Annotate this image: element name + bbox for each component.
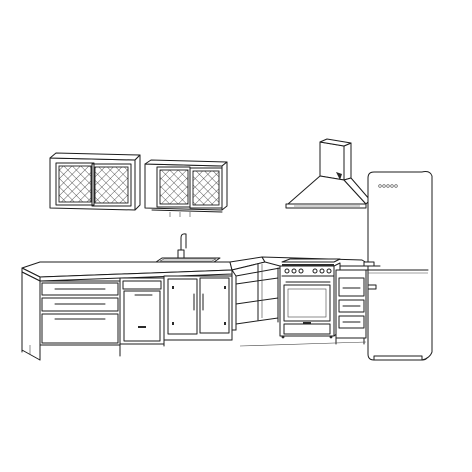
mesh-door-left (58, 165, 92, 203)
range-hood (285, 138, 371, 209)
dishwasher (119, 277, 165, 345)
corner-open-shelf (231, 261, 281, 331)
wall-cabinet-left (49, 152, 141, 211)
mesh-door-right (94, 166, 129, 204)
base-drawer-unit (21, 271, 121, 361)
storage-drawer (283, 323, 331, 335)
drawer-top (41, 282, 119, 296)
mesh-door-right (192, 170, 220, 206)
refrigerator (363, 171, 433, 361)
countertop-main (21, 256, 266, 282)
drawer-middle (338, 299, 365, 313)
range-oven (279, 258, 341, 339)
fridge-handle (367, 284, 377, 290)
floor-line (239, 341, 367, 347)
sink-base-cabinet (163, 275, 233, 347)
drawer-top (338, 277, 365, 297)
wall-cabinet-right (144, 159, 228, 217)
cabinet-door-left (167, 278, 198, 335)
drawer-middle (41, 297, 119, 312)
base-cabinet-right (335, 269, 367, 345)
mesh-door-left (159, 169, 189, 205)
drawer-bottom (338, 315, 365, 329)
faucet (177, 233, 187, 259)
control-knobs (284, 268, 332, 274)
drawer-bottom (41, 313, 119, 344)
oven-door (283, 284, 331, 322)
freezer-handle (363, 261, 375, 267)
brand-logo (378, 184, 398, 188)
cabinet-door-right (199, 277, 230, 334)
sink (155, 257, 221, 263)
